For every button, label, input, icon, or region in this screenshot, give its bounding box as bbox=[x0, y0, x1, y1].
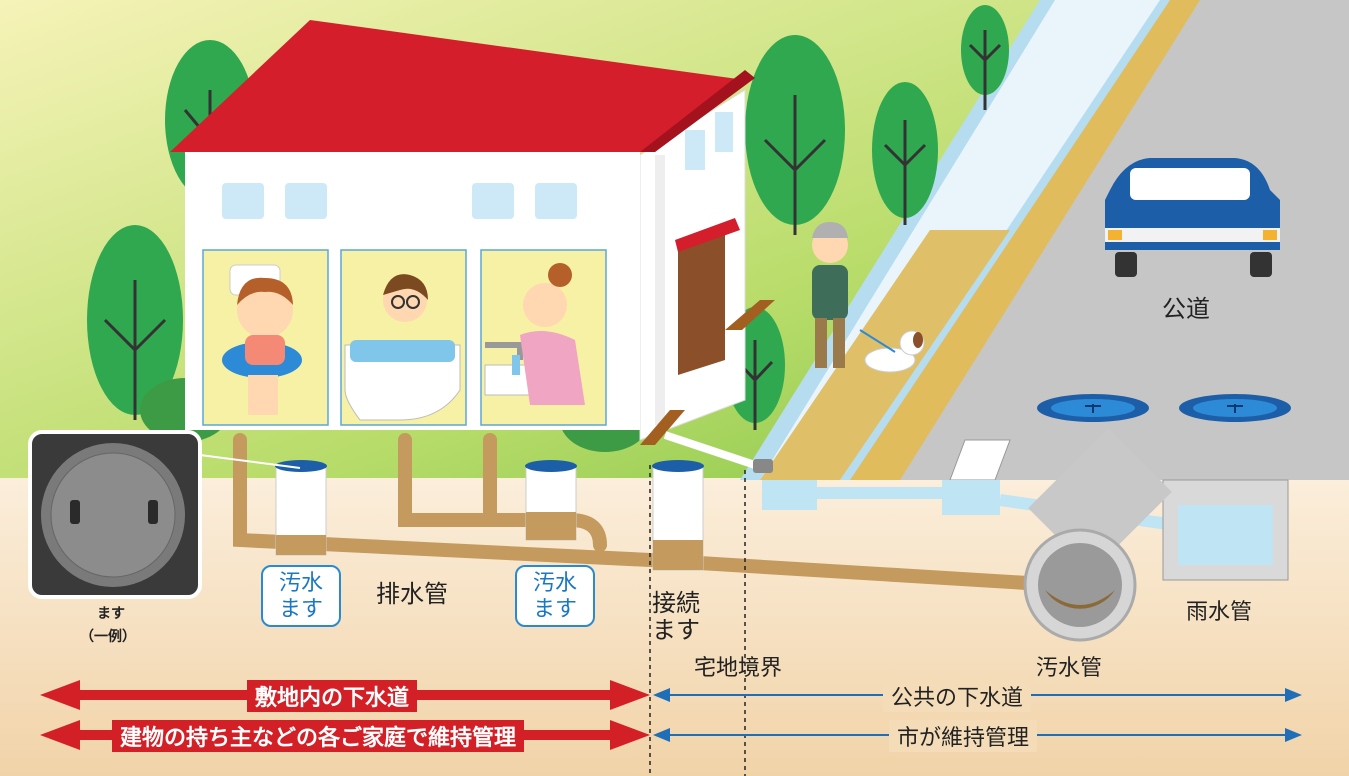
downspout bbox=[655, 155, 665, 425]
bathtub bbox=[344, 344, 461, 421]
tree-icon bbox=[745, 35, 845, 235]
child-legs bbox=[248, 375, 278, 415]
walking-man bbox=[812, 222, 848, 368]
storm-inlet bbox=[942, 480, 1000, 515]
sewage-box-1 bbox=[275, 460, 327, 556]
sidewalk-strip bbox=[850, 0, 1200, 480]
public-sewer-label: 公共の下水道 bbox=[883, 680, 1032, 712]
storm-inlet bbox=[762, 480, 817, 510]
front-door bbox=[678, 232, 725, 375]
mother-dress bbox=[520, 331, 585, 405]
masu-caption: ます bbox=[97, 606, 125, 622]
window bbox=[535, 183, 577, 219]
roof-edge bbox=[640, 70, 755, 152]
window bbox=[222, 183, 264, 219]
window bbox=[685, 130, 705, 170]
manhole-cover-icon bbox=[1179, 394, 1291, 422]
private-maintenance-label: 建物の持ち主などの各ご家庭で維持管理 bbox=[112, 720, 525, 752]
child-hair bbox=[237, 277, 293, 305]
private-sewer-label: 敷地内の下水道 bbox=[247, 680, 418, 712]
tree-icon bbox=[87, 225, 183, 420]
manhole-cover-icon bbox=[1037, 394, 1149, 422]
manhole-photo bbox=[28, 430, 202, 599]
sewage-box-2 bbox=[525, 460, 577, 541]
child-shirt bbox=[245, 335, 285, 365]
dog-icon bbox=[859, 329, 925, 373]
father-glasses bbox=[406, 295, 420, 309]
house-roof bbox=[170, 20, 745, 152]
window bbox=[285, 183, 327, 219]
car-icon bbox=[1105, 158, 1280, 277]
yard-drain-grate bbox=[725, 300, 775, 330]
sewage-box-1-label: 汚水 ます bbox=[261, 565, 341, 627]
rain-pipe-water bbox=[1178, 505, 1273, 565]
door-awning bbox=[675, 218, 740, 252]
mother-bun bbox=[548, 263, 572, 287]
connection-box bbox=[652, 460, 704, 571]
photo-pointer bbox=[199, 454, 301, 469]
window bbox=[715, 112, 733, 152]
connection-box-label: 接続 ます bbox=[652, 589, 700, 644]
child-face bbox=[237, 282, 293, 338]
tree-icon bbox=[872, 82, 938, 225]
father-hair bbox=[383, 274, 428, 300]
sewage-main-pipe bbox=[1023, 428, 1172, 642]
sewage-box-2-label: 汚水 ます bbox=[515, 565, 595, 627]
faucet-water bbox=[512, 355, 520, 375]
house-drain-line bbox=[663, 431, 757, 469]
tree-icon bbox=[961, 5, 1009, 110]
drain-pipe-label: 排水管 bbox=[376, 580, 448, 608]
window bbox=[472, 183, 514, 219]
mother-face bbox=[523, 283, 567, 327]
drain-outlet bbox=[753, 459, 773, 473]
rain-pipe-label: 雨水管 bbox=[1186, 600, 1253, 625]
city-maintenance-label: 市が維持管理 bbox=[889, 720, 1038, 752]
property-boundary-label: 宅地境界 bbox=[694, 656, 783, 681]
bathwater bbox=[350, 340, 455, 362]
masu-example-caption: （一例） bbox=[80, 629, 136, 645]
yard-drain-grate bbox=[640, 410, 685, 445]
father-glasses bbox=[391, 295, 405, 309]
public-road-label: 公道 bbox=[1162, 295, 1210, 323]
sewage-pipe-label: 汚水管 bbox=[1036, 656, 1103, 681]
